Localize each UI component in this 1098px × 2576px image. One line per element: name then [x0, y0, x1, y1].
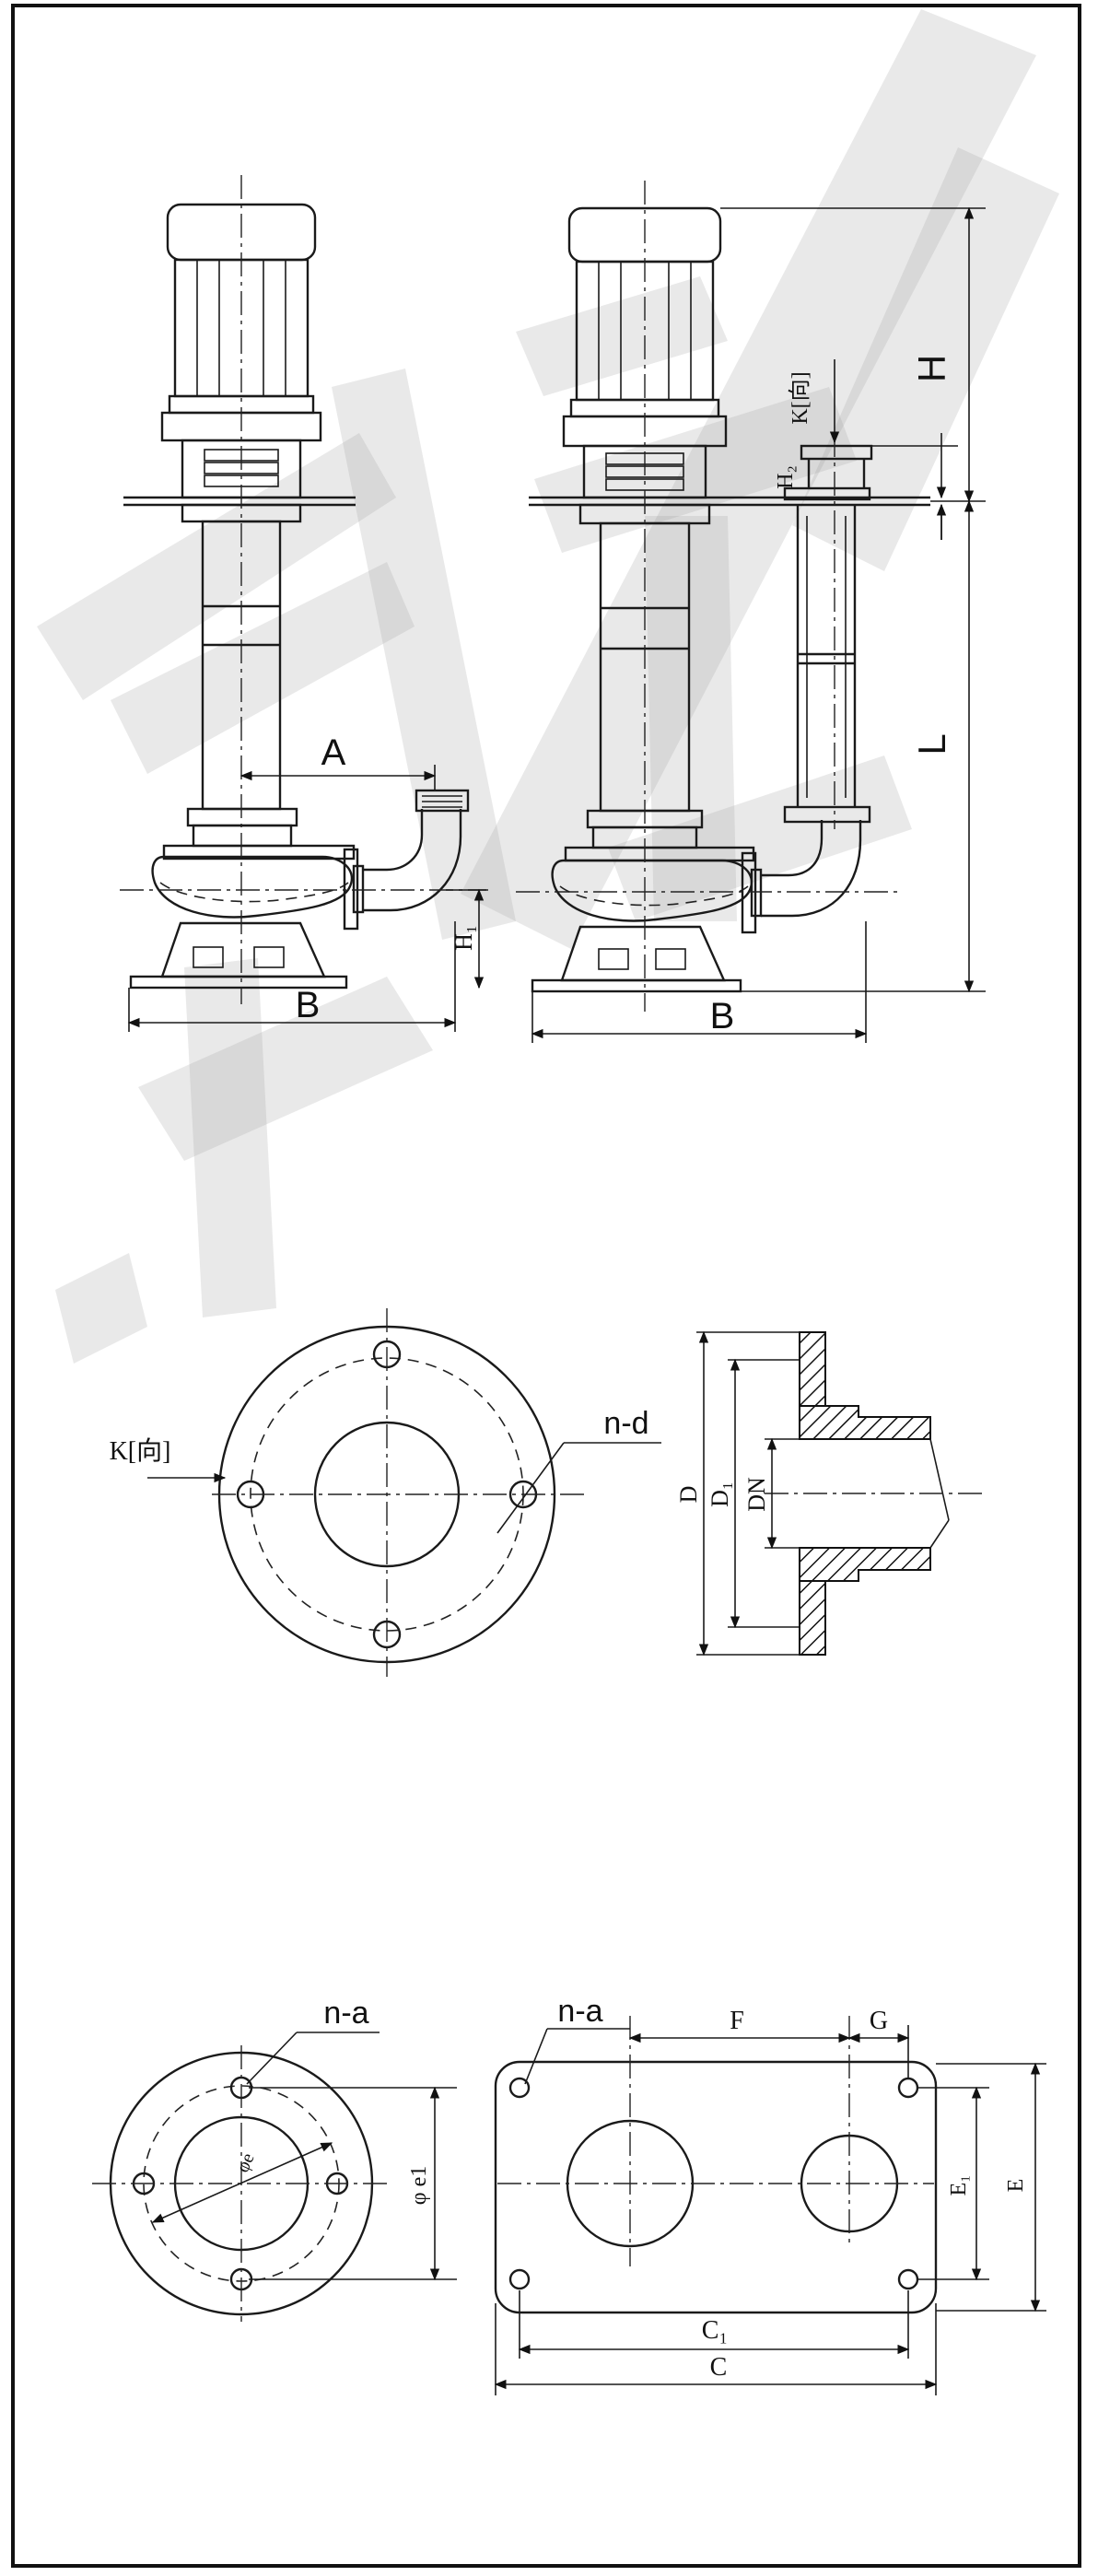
dim-L-label: L [910, 733, 953, 755]
dim-B-left-label: B [296, 985, 321, 1025]
left-elevation-view: A B H₁ [120, 175, 488, 1032]
dim-E1-label: E₁ [947, 2174, 971, 2195]
dim-K-top-label: K[向] [788, 371, 812, 424]
n-a-left-label: n-a [323, 1996, 368, 2031]
dim-C1-label: C₁ [702, 2316, 728, 2345]
flange-section-view: D D₁ DN [675, 1330, 986, 1657]
dim-E-label: E [1004, 2179, 1028, 2193]
base-plate-view: n-a F G E₁ E C₁ C [494, 1994, 1046, 2395]
base-circle-view: φe n-a φ e1 [92, 1996, 457, 2322]
dim-B-right-label: B [710, 996, 735, 1036]
dim-D1-label: D₁ [707, 1481, 733, 1507]
dim-phi-e-label: φe [232, 2150, 258, 2176]
right-elevation-view: H L H₂ K[向] B [516, 181, 986, 1043]
flange-plan-view: K[向] n-d [110, 1308, 661, 1677]
dim-H-label: H [910, 355, 953, 382]
dim-D-label: D [675, 1486, 702, 1504]
dim-phi-e1-label: φ e1 [407, 2166, 431, 2206]
dim-A-label: A [321, 732, 346, 773]
watermark [37, 9, 1059, 1364]
dim-G-label: G [870, 2007, 888, 2035]
dim-K-left-label: K[向] [110, 1436, 171, 1466]
dim-F-label: F [730, 2007, 744, 2035]
sheet-border [11, 4, 1081, 2568]
dim-DN-label: DN [743, 1477, 770, 1512]
n-d-label: n-d [603, 1406, 648, 1441]
dim-H1-label: H₁ [450, 925, 477, 951]
dim-H2-label: H₂ [774, 465, 798, 489]
n-a-right-label: n-a [557, 1994, 602, 2029]
dim-C-label: C [710, 2353, 728, 2382]
